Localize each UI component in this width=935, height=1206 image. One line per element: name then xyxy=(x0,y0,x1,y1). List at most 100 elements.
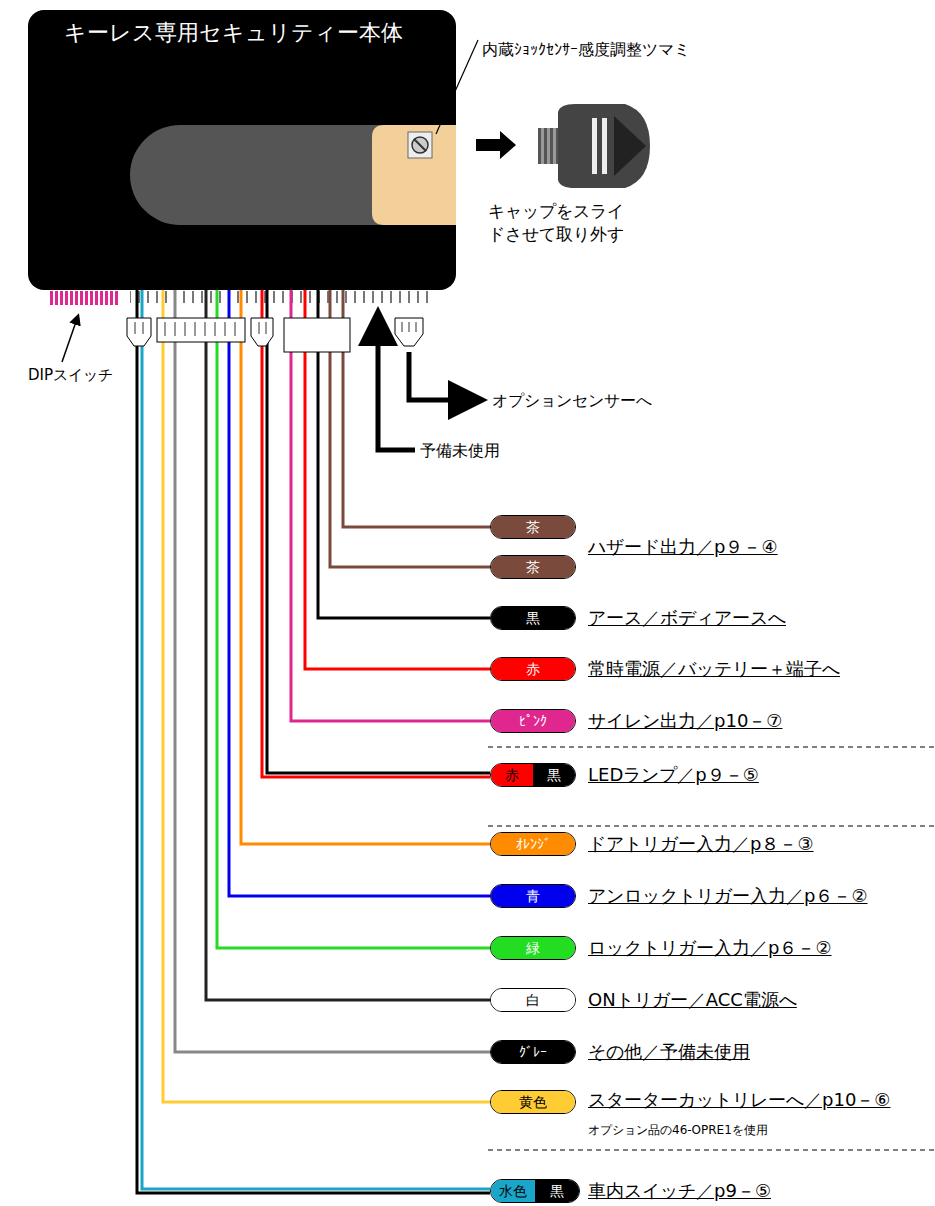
illustration-part xyxy=(194,322,196,336)
wire-function: 車内スイッチ／p9－⑤ xyxy=(588,1179,771,1203)
dip-switch xyxy=(50,291,120,305)
wire-color-tag: ｵﾚﾝｼﾞ xyxy=(490,832,576,856)
connector-housing xyxy=(127,318,151,346)
tag-half: ｵﾚﾝｼﾞ xyxy=(491,833,575,855)
wire-function: ハザード出力／p９－④ xyxy=(588,535,778,559)
wire-color-name: 青 xyxy=(526,889,540,903)
wire-strand xyxy=(175,290,490,1052)
illustration-part xyxy=(204,322,206,336)
wire-color-tag: ｸﾞﾚｰ xyxy=(490,1040,576,1064)
wire-color-name: 茶 xyxy=(526,520,540,534)
callout-label: 内蔵ｼｮｯｸｾﾝｻｰ感度調整ツマミ xyxy=(482,40,690,61)
separator xyxy=(488,747,935,748)
tag-half: 茶 xyxy=(491,556,575,578)
wire-function: スターターカットリレーへ／p10－⑥ xyxy=(588,1088,890,1112)
sensor-window xyxy=(372,125,456,225)
wire-strand xyxy=(267,290,490,773)
wire-function: ONトリガー／ACC電源へ xyxy=(588,988,797,1012)
wire-color-tag: 白 xyxy=(490,988,576,1012)
illustration-part xyxy=(164,322,166,336)
wire-color-name: 黄色 xyxy=(519,1095,547,1109)
wire-function: アンロックトリガー入力／p６－② xyxy=(588,884,868,908)
wire-strand xyxy=(291,290,490,721)
tag-half: 赤 xyxy=(491,764,533,786)
tag-half: 水色 xyxy=(491,1180,535,1202)
tag-half: 茶 xyxy=(491,516,575,538)
wire-function: サイレン出力／p10－⑦ xyxy=(588,709,782,733)
separator xyxy=(488,1150,935,1151)
illustration-part xyxy=(234,322,236,336)
wire-strand xyxy=(330,290,490,567)
knob-slot xyxy=(414,139,426,151)
wire-color-name: 赤 xyxy=(505,768,519,782)
wire-color-name: 茶 xyxy=(526,560,540,574)
wire xyxy=(163,290,490,1102)
wire-function: LEDランプ／p９－⑤ xyxy=(588,763,759,787)
wire-color-name: 黒 xyxy=(550,1184,564,1198)
callout-label: キャップをスライドさせて取り外す xyxy=(488,200,630,246)
tag-half: 黒 xyxy=(535,1180,579,1202)
wire-strand xyxy=(241,290,490,844)
wire xyxy=(343,290,490,527)
separator xyxy=(488,826,935,827)
wire-strand xyxy=(217,290,490,948)
connector-housing xyxy=(284,318,350,352)
security-unit-body xyxy=(28,10,456,290)
wire-strand xyxy=(229,290,490,896)
adjust-knob-base xyxy=(408,132,432,158)
wire-strand xyxy=(142,290,490,1189)
wire-color-tag: 緑 xyxy=(490,936,576,960)
wire-function: ドアトリガー入力／p８－③ xyxy=(588,832,814,856)
dip-leader xyxy=(62,316,78,362)
option-arrow xyxy=(409,352,478,400)
tag-half: 緑 xyxy=(491,937,575,959)
wire-color-name: 水色 xyxy=(499,1184,527,1198)
tag-half: ｸﾞﾚｰ xyxy=(491,1041,575,1063)
wire-function: その他／予備未使用 xyxy=(588,1040,750,1064)
callout-label: DIPスイッチ xyxy=(28,366,113,385)
illustration-part xyxy=(547,128,550,164)
wire-function: ロックトリガー入力／p６－② xyxy=(588,936,832,960)
illustration-part xyxy=(401,322,403,332)
tag-half: 黒 xyxy=(491,607,575,629)
tag-half: 黒 xyxy=(533,764,575,786)
wire-function: アース／ボディアースへ xyxy=(588,606,786,630)
wire xyxy=(137,290,490,1193)
wire-color-name: ｸﾞﾚｰ xyxy=(519,1045,547,1059)
wire xyxy=(175,290,490,1052)
wire xyxy=(206,290,490,1000)
tag-half: 黄色 xyxy=(491,1091,575,1113)
wire-color-tag: 黒 xyxy=(490,606,576,630)
callout-label: オプション品の46-OPRE1を使用 xyxy=(588,1122,768,1139)
leader-line xyxy=(436,40,478,134)
wire-color-tag: 茶 xyxy=(490,515,576,539)
wire-strand xyxy=(262,290,490,777)
wire-color-tag: 茶 xyxy=(490,555,576,579)
wire-color-tag: 赤黒 xyxy=(490,763,576,787)
illustration-part xyxy=(224,322,226,336)
wire-color-name: 緑 xyxy=(526,941,540,955)
connector-housing xyxy=(157,318,245,342)
wire-color-tag: 水色 黒 xyxy=(490,1179,580,1203)
security-unit: キーレス専用セキュリティー本体 xyxy=(28,10,456,290)
wire-strand xyxy=(163,290,490,1102)
illustration-part xyxy=(408,322,410,332)
illustration-part xyxy=(415,322,417,332)
wire-color-tag: 黄色 xyxy=(490,1090,576,1114)
wire-color-name: ｵﾚﾝｼﾞ xyxy=(516,837,551,851)
callout-label: オプションセンサーへ xyxy=(492,391,652,412)
wire-color-name: ﾋﾟﾝｸ xyxy=(519,714,547,728)
wire-strand xyxy=(137,290,490,1193)
slide-arrow xyxy=(476,131,516,159)
adjust-knob xyxy=(412,137,428,153)
wire-color-name: 赤 xyxy=(526,662,540,676)
illustration-part xyxy=(541,128,544,164)
tag-half: 赤 xyxy=(491,658,575,680)
unit-title: キーレス専用セキュリティー本体 xyxy=(64,18,403,48)
illustration-part xyxy=(174,322,176,336)
wire xyxy=(241,290,490,844)
illustration-part xyxy=(184,322,186,336)
wire-color-name: 黒 xyxy=(526,611,540,625)
